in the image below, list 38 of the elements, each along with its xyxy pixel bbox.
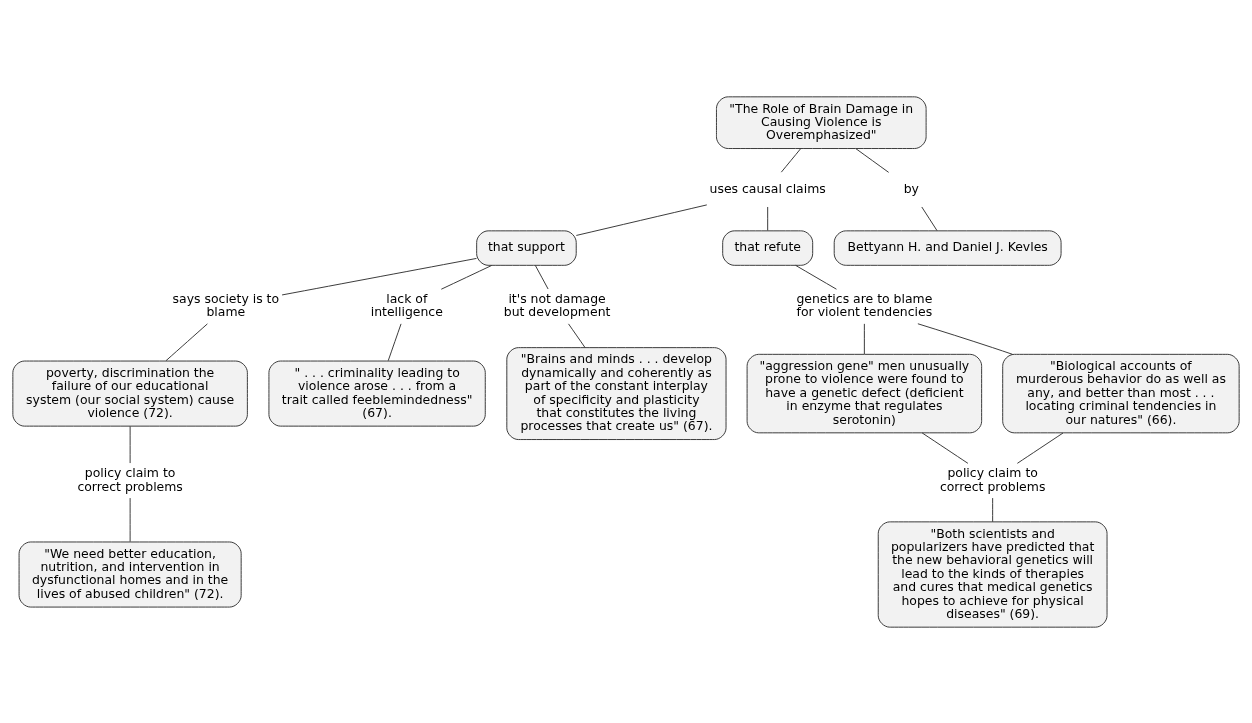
- node-text: it's not damage but development: [503, 290, 611, 319]
- connector: [575, 203, 708, 236]
- node-box: "Biological accounts of murderous behavior do as well as any, and better than most . . . locating criminal tendencies in our natures" (66).: [1002, 353, 1240, 433]
- connector: [568, 322, 586, 348]
- node-box: "Brains and minds . . . develop dynamically and coherently as part of the constant interplay of specificity and plasticity that constitutes the living processes that create us" (67).: [506, 346, 727, 440]
- connector: [440, 264, 493, 290]
- node-text: uses causal claims: [709, 180, 826, 196]
- node-text: says society is to blame: [172, 290, 280, 319]
- connector: [863, 322, 865, 354]
- connector: [387, 322, 402, 361]
- node-text: lack of intelligence: [370, 290, 443, 319]
- connector: [917, 322, 1013, 355]
- node-box: "We need better education, nutrition, and intervention in dysfunctional homes and in the lives of abused children" (72).: [18, 541, 242, 608]
- connector: [129, 425, 131, 464]
- node-box: "aggression gene" men unusually prone to violence were found to have a genetic defect (deficient in enzyme that regulates serotonin): [746, 353, 983, 433]
- connector: [281, 257, 477, 295]
- node-text: genetics are to blame for violent tendencies: [796, 290, 933, 319]
- node-text: by: [903, 180, 919, 196]
- connector: [921, 431, 969, 464]
- connector: [780, 147, 802, 173]
- node-text: policy claim to correct problems: [77, 464, 183, 494]
- connector: [992, 497, 994, 522]
- node-box: that support: [476, 229, 577, 266]
- connector: [767, 206, 769, 231]
- node-box: "The Role of Brain Damage in Causing Violence is Overemphasized": [716, 95, 927, 149]
- node-text: policy claim to correct problems: [939, 464, 1046, 494]
- connector: [921, 206, 938, 231]
- node-box: "Both scientists and popularizers have predicted that the new behavioral genetics will lead to the kinds of therapies and cures that medical genetics hopes to achieve for physical diseases" (69).: [877, 520, 1108, 628]
- node-box: that refute: [722, 229, 814, 266]
- node-box: Bettyann H. and Daniel J. Kevles: [833, 229, 1062, 266]
- node-box: poverty, discrimination the failure of our educational system (our social system) cause violence (72).: [12, 360, 248, 427]
- connector: [129, 497, 131, 542]
- connector: [165, 322, 208, 361]
- connector: [795, 264, 837, 290]
- connector: [855, 147, 890, 173]
- node-box: " . . . criminality leading to violence arose . . . from a trait called feeblemindedness" (67).: [268, 360, 486, 427]
- connector: [1016, 431, 1064, 464]
- connector: [534, 264, 549, 289]
